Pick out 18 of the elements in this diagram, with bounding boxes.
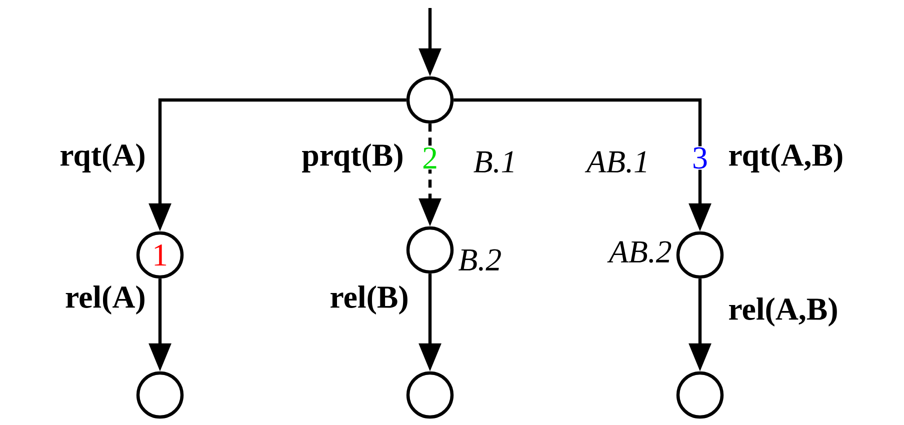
label: 2 [421, 146, 439, 170]
state-circle [406, 76, 454, 124]
label: B.1 [474, 151, 514, 173]
edge-label: rel(A,B) [729, 298, 837, 326]
edge-label: rel(A) [66, 286, 144, 314]
state-circle [136, 371, 184, 419]
edge-label: prqt(B) [302, 144, 402, 172]
edge-label: rqt(A) [60, 144, 144, 172]
state-circle [406, 371, 454, 419]
state-circle [676, 231, 724, 279]
state-circle [676, 371, 724, 419]
edge-label: rqt(A,B) [729, 144, 842, 172]
edge-label: rel(B) [330, 286, 408, 314]
state-label: AB.2 [607, 241, 672, 263]
label: AB.1 [584, 151, 646, 173]
label: 3 [691, 146, 709, 170]
state-circle [406, 226, 454, 274]
state-label: B.2 [458, 249, 501, 271]
